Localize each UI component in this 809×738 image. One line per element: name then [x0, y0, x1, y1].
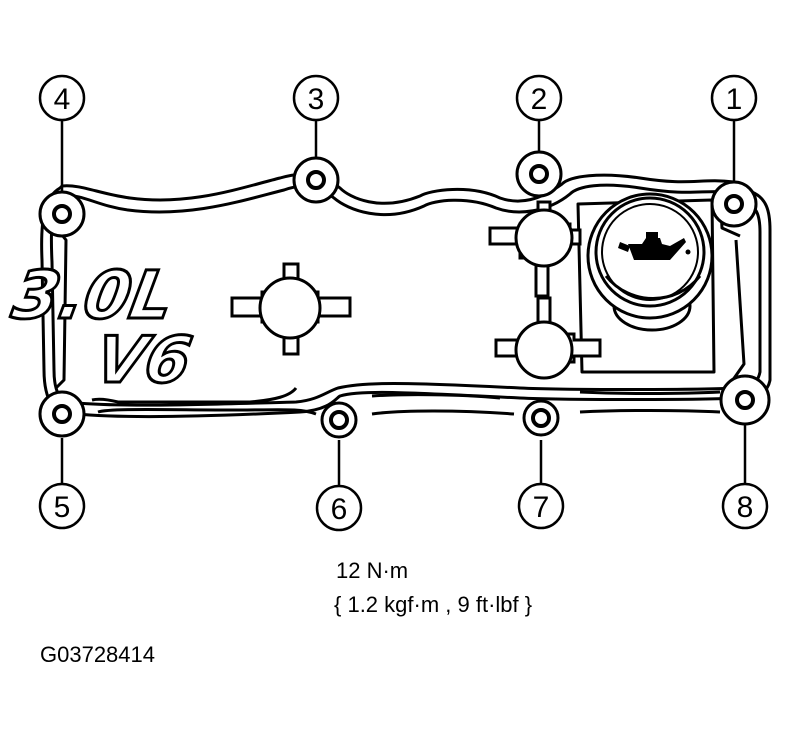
- bolt-hole-icon: [38, 190, 86, 238]
- callout-3: 3: [292, 74, 340, 122]
- svg-text:3: 3: [308, 83, 325, 116]
- oil-filler-cap: [586, 192, 714, 332]
- torque-spec-metric: 12 N·m: [336, 558, 409, 583]
- bolt-hole-icon: [719, 374, 771, 426]
- svg-text:5: 5: [54, 491, 71, 524]
- svg-text:6: 6: [331, 493, 348, 526]
- callout-7: 7: [517, 482, 565, 530]
- svg-text:4: 4: [54, 83, 71, 116]
- bolt-hole-icon: [292, 156, 340, 204]
- oil-can-icon: [618, 232, 691, 260]
- callout-4: 4: [38, 74, 86, 122]
- svg-text:1: 1: [726, 83, 743, 116]
- callout-2: 2: [515, 74, 563, 122]
- leader-lines: [60, 120, 747, 486]
- svg-text:2: 2: [531, 83, 548, 116]
- svg-text:8: 8: [737, 491, 754, 524]
- bolt-bosses: [38, 150, 771, 439]
- callout-8: 8: [721, 482, 769, 530]
- logo-line1: 3.0L: [7, 256, 180, 333]
- side-bosses: [488, 200, 602, 380]
- svg-text:7: 7: [533, 491, 550, 524]
- callout-6: 6: [315, 484, 363, 532]
- engine-logo: 3.0L V6: [6, 255, 199, 399]
- bolt-hole-icon: [710, 180, 758, 228]
- bolt-hole-icon: [515, 150, 563, 198]
- callout-5: 5: [38, 482, 86, 530]
- bolt-hole-icon: [320, 401, 358, 439]
- figure-id: G03728414: [40, 642, 155, 667]
- bolt-hole-icon: [522, 399, 560, 437]
- torque-spec-alternate: { 1.2 kgf·m , 9 ft·lbf }: [334, 592, 533, 617]
- bolt-hole-icon: [38, 390, 86, 438]
- center-boss: [230, 262, 352, 356]
- callout-1: 1: [710, 74, 758, 122]
- callout-markers: 1 2 3 4 5 6 7 8: [38, 74, 769, 532]
- logo-line2: V6: [90, 323, 197, 397]
